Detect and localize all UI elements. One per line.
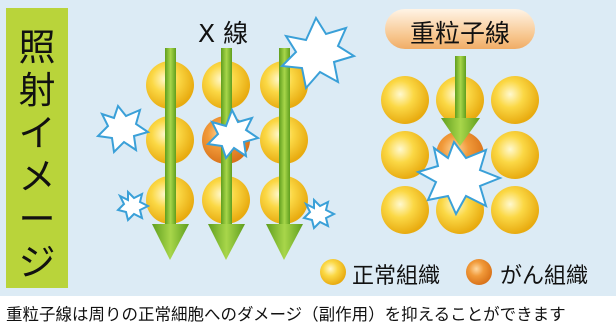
damage-burst-icon (116, 189, 151, 222)
damage-burst-icon (415, 139, 503, 217)
damage-burst-icon (279, 15, 357, 91)
normal-cell (381, 186, 429, 234)
damage-bursts (95, 15, 357, 230)
legend-cancer-label: がん組織 (500, 264, 589, 289)
normal-cell (381, 76, 429, 124)
caption: 重粒子線は周りの正常細胞へのダメージ（副作用）を抑えることができます (6, 305, 566, 324)
title-char: 射 (18, 69, 56, 112)
heavy-ion-label-pill (385, 9, 535, 49)
normal-cell (491, 131, 539, 179)
cell-diagram (95, 15, 539, 285)
title-char: ジ (18, 241, 56, 284)
heavy-ion-label: 重粒子線 (409, 19, 510, 48)
legend-cancer-swatch (466, 259, 492, 285)
title-char: 照 (18, 26, 56, 69)
legend-normal-label: 正常組織 (352, 264, 441, 289)
xray-beam-arrow (152, 48, 189, 260)
damage-burst-icon (205, 107, 261, 161)
normal-cell (491, 186, 539, 234)
xray-beam-arrow (266, 48, 303, 260)
legend-normal-swatch (320, 259, 346, 285)
title-box (6, 8, 68, 288)
heavy-ion-beam-arrow (441, 56, 480, 146)
xray-label: X 線 (198, 19, 249, 48)
normal-cell (381, 131, 429, 179)
title-char: ー (18, 198, 56, 241)
damage-burst-icon (95, 103, 151, 155)
normal-cell (491, 76, 539, 124)
damage-burst-icon (302, 197, 337, 230)
title-char: イ (18, 112, 56, 155)
title-char: メ (18, 155, 56, 198)
vertical-title: 照 射 イ メ ー ジ (6, 26, 68, 284)
